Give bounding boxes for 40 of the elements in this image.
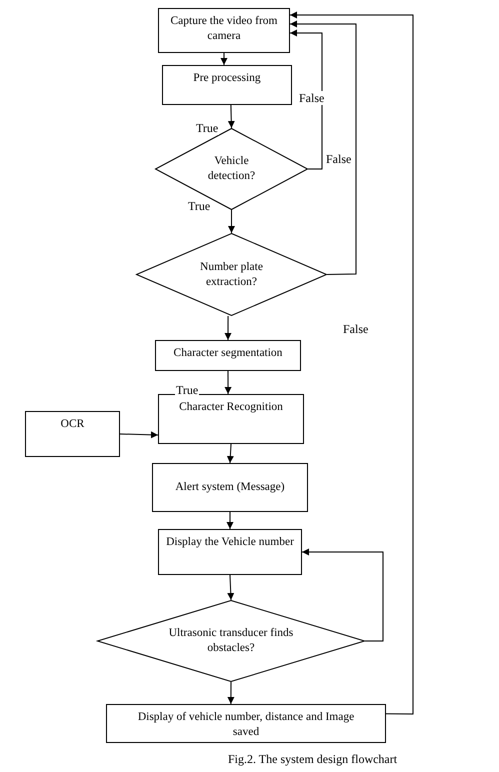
node-label: Ultrasonic transducer finds obstacles? [168,626,294,656]
node-label: Number plate extraction? [199,260,264,290]
arrow [227,682,234,704]
process-box [158,529,302,575]
process-box [106,704,386,743]
arrow [227,574,234,600]
arrow [228,210,235,234]
branch-label: False [343,322,368,336]
node-label: Character segmentation [174,346,282,361]
arrow [290,12,414,714]
arrow [228,104,235,128]
node-label: Display the Vehicle number [166,535,294,550]
node-label: Alert system (Message) [175,480,285,495]
node-label: Character Recognition [179,400,283,415]
arrow [226,512,234,530]
process-box [152,463,308,512]
arrow [302,548,384,642]
process-box [162,65,292,105]
branch-label: False [326,152,352,166]
edge-label: True [195,121,220,135]
node-label: OCR [60,417,84,432]
arrow [290,30,322,170]
arrow [120,431,158,438]
process-box [158,8,290,53]
arrow [224,370,232,394]
edge-label: False [298,91,326,105]
process-box [155,340,301,371]
figure-caption: Fig.2. The system design flowchart [228,752,398,767]
edge-label: True [175,383,200,397]
process-box [25,411,120,457]
arrow [220,52,228,66]
node-label: Capture the video from camera [170,14,278,44]
node-label: Display of vehicle number, distance and Image saved [136,710,356,740]
process-box [158,394,304,444]
arrow [224,316,232,340]
node-label: Vehicle detection? [206,154,256,184]
node-label: Pre processing [193,71,261,86]
arrow [226,444,234,464]
arrow [290,20,356,275]
edge-label: True [187,199,212,213]
